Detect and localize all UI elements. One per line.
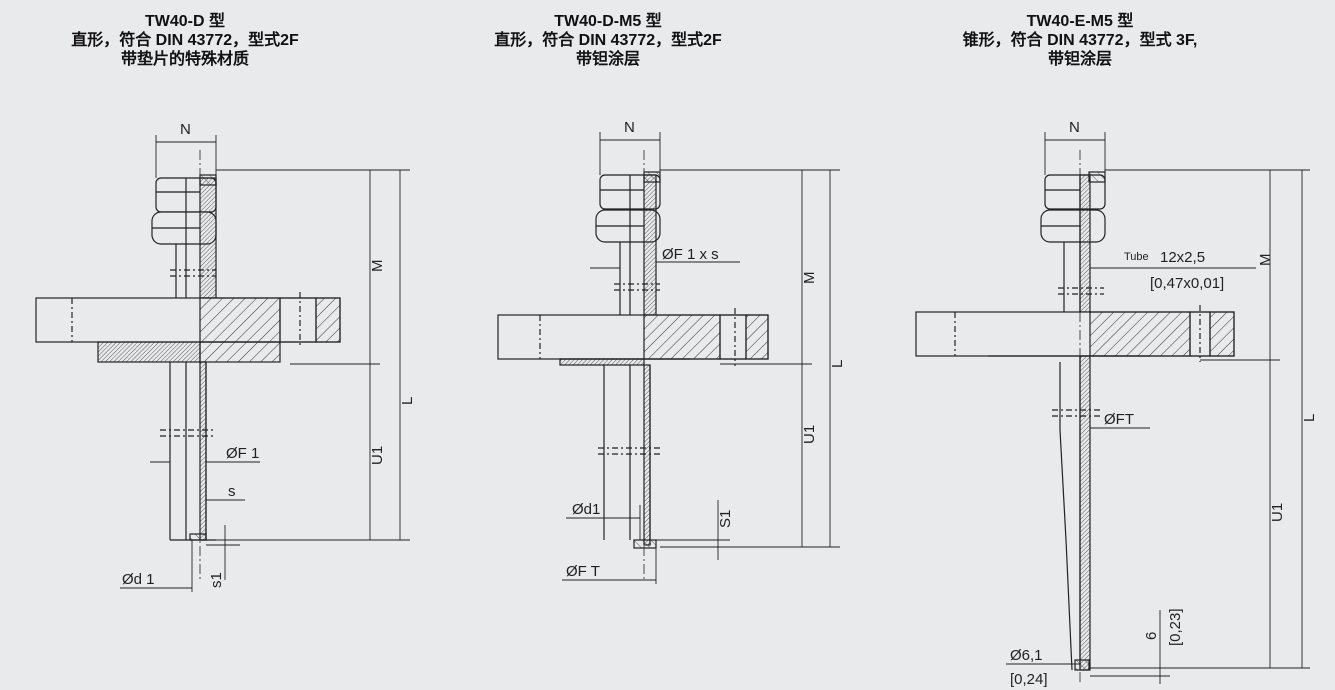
drawing-3-label-tube-word: Tube: [1124, 251, 1149, 263]
drawing-3: [915, 150, 1235, 685]
drawing-1-note: 带垫片的特殊材质: [120, 51, 249, 68]
drawing-2: [497, 150, 769, 580]
drawing-3-label-L: L: [1301, 414, 1318, 422]
drawing-3-flange: [915, 305, 1235, 362]
drawing-3-note: 带钽涂层: [1047, 51, 1112, 68]
drawing-2-label-N: N: [624, 119, 635, 136]
drawing-2-label-F1xs: ØF 1 x s: [662, 246, 719, 263]
drawing-1-label-s: s: [228, 483, 236, 500]
drawing-2-label-d1: Ød1: [572, 501, 600, 518]
drawing-1-label-s1: s1: [208, 572, 225, 588]
drawing-1-model: TW40-D 型: [144, 13, 225, 30]
drawing-3-type: 锥形，符合 DIN 43772，型式 3F,: [962, 32, 1198, 49]
drawing-1-flange: [35, 292, 341, 363]
drawing-3-dimension-labels: N M L U1 ØFT Tube 12x2,5 [0,47x0,01] Ø6,…: [1010, 119, 1318, 688]
drawing-3-label-tube-size: 12x2,5: [1160, 249, 1205, 266]
drawing-2-model: TW40-D-M5 型: [554, 13, 662, 30]
drawing-1-label-N: N: [180, 121, 191, 138]
drawing-1-dimensions: [120, 135, 410, 592]
drawing-3-label-M: M: [1257, 254, 1274, 267]
drawing-3-title: TW40-E-M5 型 锥形，符合 DIN 43772，型式 3F, 带钽涂层: [900, 12, 1260, 69]
drawing-3-label-tip-len-inch: [0,23]: [1167, 608, 1184, 646]
drawing-1-label-L: L: [399, 397, 416, 405]
drawing-1-label-F1: ØF 1: [226, 445, 259, 462]
drawing-3-label-FT: ØFT: [1104, 411, 1134, 428]
drawing-1-label-d1: Ød 1: [122, 571, 155, 588]
drawing-2-label-S1: S1: [717, 510, 734, 528]
drawing-2-type: 直形，符合 DIN 43772，型式2F: [494, 32, 722, 49]
drawing-3-label-U1: U1: [1269, 503, 1286, 522]
drawing-2-note: 带钽涂层: [575, 51, 640, 68]
drawing-1-type: 直形，符合 DIN 43772，型式2F: [71, 32, 299, 49]
drawing-2-flange: [497, 308, 769, 366]
drawing-1-label-M: M: [369, 260, 386, 273]
drawing-1-label-U1: U1: [369, 446, 386, 465]
drawing-1-dimension-labels: N M L U1 ØF 1 s s1 Ød 1: [122, 121, 416, 588]
drawing-2-title: TW40-D-M5 型 直形，符合 DIN 43772，型式2F 带钽涂层: [428, 12, 788, 69]
drawing-3-label-tube-inch: [0,47x0,01]: [1150, 275, 1224, 292]
drawing-2-label-L: L: [829, 360, 846, 368]
drawing-3-label-tip-dia: Ø6,1: [1010, 647, 1043, 664]
drawing-2-dimension-labels: N M L U1 ØF 1 x s Ød1 S1 ØF T: [566, 119, 846, 580]
drawing-2-dimensions: [562, 132, 840, 584]
drawing-2-label-FT: ØF T: [566, 563, 600, 580]
drawing-1: [35, 150, 341, 580]
drawing-1-title: TW40-D 型 直形，符合 DIN 43772，型式2F 带垫片的特殊材质: [5, 12, 365, 69]
drawing-3-model: TW40-E-M5 型: [1026, 13, 1134, 30]
drawing-3-label-N: N: [1069, 119, 1080, 136]
drawing-3-hex-head: [1040, 171, 1106, 243]
drawing-3-label-tip-len: 6: [1143, 632, 1160, 640]
drawing-3-label-tip-dia-inch: [0,24]: [1010, 671, 1048, 688]
drawing-2-label-U1: U1: [801, 425, 818, 444]
drawing-2-label-M: M: [801, 272, 818, 285]
drawing-3-dimensions: [1006, 132, 1310, 684]
